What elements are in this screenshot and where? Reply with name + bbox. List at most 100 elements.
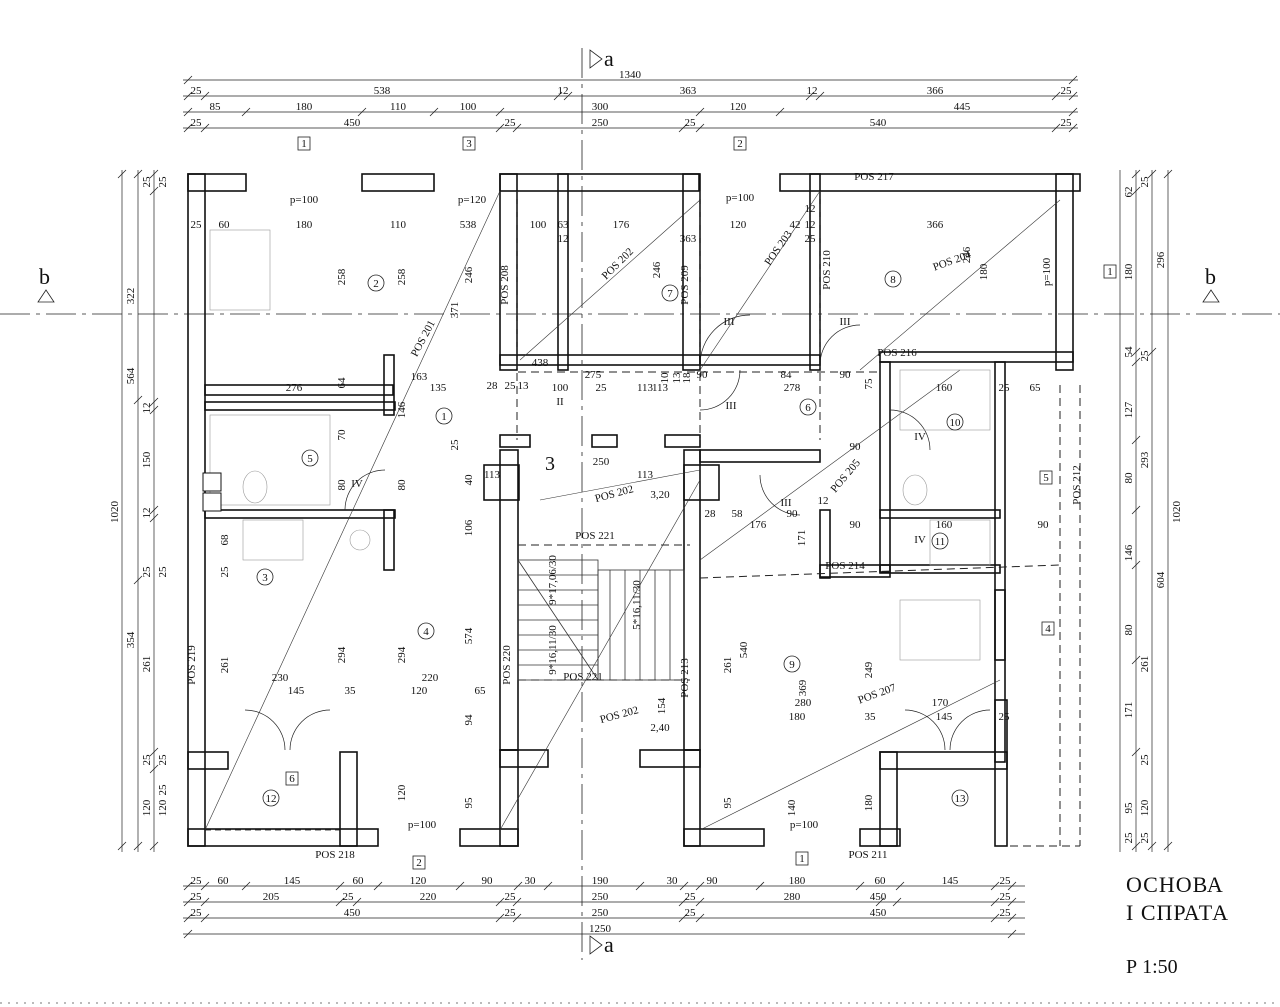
room-number: 13 bbox=[955, 793, 967, 805]
beam-label: POS 218 bbox=[315, 849, 355, 861]
room-number-circle bbox=[301, 449, 319, 467]
dimension-tick bbox=[149, 405, 159, 415]
inner-dimension: 64 bbox=[336, 377, 348, 389]
dimension-tick bbox=[875, 897, 885, 907]
section-a-bottom: a bbox=[604, 932, 614, 957]
dim-bottom-chain2: 25 bbox=[505, 891, 517, 903]
dim-bottom-chain1: 90 bbox=[707, 875, 719, 887]
window-sill-height: p=100 bbox=[290, 194, 319, 206]
inner-dimension: 180 bbox=[863, 794, 875, 811]
inner-dimension: 540 bbox=[738, 641, 750, 658]
inner-dimension: 258 bbox=[396, 268, 408, 285]
dimension-tick bbox=[678, 913, 688, 923]
inner-dimension: 90 bbox=[850, 441, 862, 453]
dim-top-chain2: 120 bbox=[730, 101, 747, 113]
dimension-tick bbox=[1051, 91, 1061, 101]
dim-top-chain3: 450 bbox=[344, 117, 361, 129]
dim-left-col2: 12 bbox=[141, 403, 153, 414]
dim-right-col1: 604 bbox=[1155, 571, 1167, 588]
inner-dimension: 65 bbox=[475, 685, 487, 697]
room-number-circle bbox=[256, 568, 274, 586]
dim-left-col2: 25 bbox=[141, 176, 153, 188]
dimension-tick bbox=[775, 107, 785, 117]
inner-dimension: 246 bbox=[463, 266, 475, 283]
dim-bottom-chain2: 450 bbox=[870, 891, 887, 903]
dim-right-col2: 127 bbox=[1123, 401, 1135, 418]
dim-right-col3: 293 bbox=[1139, 451, 1151, 468]
inner-dimension: 113 bbox=[484, 469, 501, 481]
inner-dimension: 220 bbox=[422, 672, 439, 684]
inner-dimension: 75 bbox=[863, 378, 875, 390]
dimension-tick bbox=[1007, 913, 1017, 923]
dim-right-total: 1020 bbox=[1171, 501, 1183, 524]
dim-right-col2: 80 bbox=[1123, 472, 1135, 484]
dimension-tick bbox=[512, 123, 522, 133]
stair-spec: 5*16,11/30 bbox=[631, 580, 643, 630]
inner-dimension: 154 bbox=[656, 697, 668, 714]
inner-dimension: 261 bbox=[219, 657, 231, 674]
dimension-tick bbox=[1131, 357, 1141, 367]
dimension-tick bbox=[495, 897, 505, 907]
room-number-circle bbox=[783, 655, 801, 673]
dimension-tick bbox=[241, 881, 251, 891]
room-number-circle bbox=[435, 407, 453, 425]
dimension-tick bbox=[553, 91, 563, 101]
dimension-tick bbox=[335, 897, 345, 907]
dimension-tick bbox=[429, 107, 439, 117]
room-number: 5 bbox=[307, 453, 313, 465]
door-tag: III bbox=[781, 497, 792, 509]
dim-left-total: 1020 bbox=[109, 501, 121, 524]
room-number: 1 bbox=[441, 411, 447, 423]
beam-label: POS 212 bbox=[1071, 465, 1083, 504]
inner-dimension: 100 bbox=[552, 382, 569, 394]
window-tag: 1 bbox=[1107, 266, 1113, 278]
window-sill-height: p=100 bbox=[1041, 257, 1053, 286]
dim-top-chain1: 363 bbox=[680, 85, 697, 97]
inner-dimension: 65 bbox=[1030, 382, 1042, 394]
dim-bottom-chain2: 25 bbox=[1000, 891, 1012, 903]
dimension-tick bbox=[1007, 929, 1017, 939]
inner-dimension: 12 bbox=[805, 219, 816, 231]
dim-left-col2: 12 bbox=[141, 508, 153, 519]
dim-bottom-chain1: 25 bbox=[191, 875, 203, 887]
dim-right-col2: 80 bbox=[1123, 624, 1135, 636]
beam-label: POS 216 bbox=[877, 347, 917, 359]
beam-label: POS 214 bbox=[825, 560, 865, 572]
dimension-tick bbox=[1131, 841, 1141, 851]
dim-top-chain3: 25 bbox=[191, 117, 203, 129]
dimension-tick bbox=[117, 169, 127, 179]
inner-dimension: 145 bbox=[288, 685, 305, 697]
window-tag-frame bbox=[1041, 621, 1055, 636]
inner-dimension: 25 bbox=[999, 711, 1011, 723]
inner-dimension: 25 bbox=[999, 382, 1011, 394]
door-tag: II bbox=[556, 396, 564, 408]
dim-bottom-chain2: 25 bbox=[343, 891, 355, 903]
door-tag: III bbox=[840, 316, 851, 328]
section-b-right: b bbox=[1205, 264, 1216, 289]
dim-right-col3: 25 bbox=[1139, 350, 1151, 362]
window-tag: 1 bbox=[799, 853, 805, 865]
beam-label: POS 220 bbox=[501, 645, 513, 685]
dimension-tick bbox=[512, 913, 522, 923]
room-number-circle bbox=[367, 274, 385, 292]
dimension-tick bbox=[1147, 169, 1157, 179]
dimension-tick bbox=[455, 881, 465, 891]
inner-dimension: 25 bbox=[805, 233, 817, 245]
inner-dimension: 60 bbox=[219, 219, 231, 231]
dimension-tick bbox=[695, 913, 705, 923]
window-tag: 6 bbox=[289, 773, 295, 785]
dimension-tick bbox=[200, 881, 210, 891]
dimension-tick bbox=[1068, 75, 1078, 85]
inner-dimension: 258 bbox=[336, 268, 348, 285]
window-tag: 3 bbox=[466, 138, 472, 150]
drawing-title-line1: ОСНОВА bbox=[1126, 872, 1224, 897]
inner-dimension: 366 bbox=[927, 219, 944, 231]
dimension-tick bbox=[495, 107, 505, 117]
inner-dimension: 120 bbox=[396, 784, 408, 801]
dimension-tick bbox=[678, 897, 688, 907]
inner-dimension: 176 bbox=[750, 519, 767, 531]
inner-dimension: 80 bbox=[396, 479, 408, 491]
beam-label: POS 201 bbox=[409, 318, 438, 358]
window-tag: 4 bbox=[1045, 623, 1051, 635]
